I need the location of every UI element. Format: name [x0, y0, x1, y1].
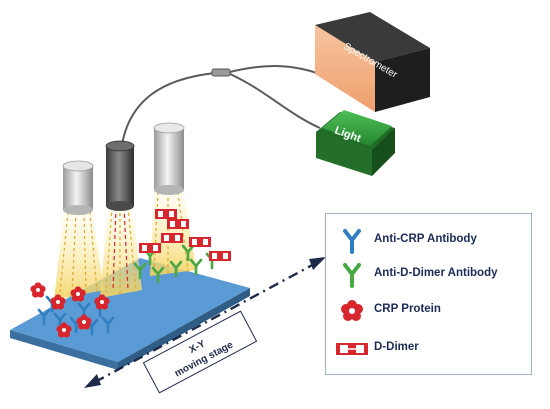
d-dimer-icon	[161, 233, 183, 243]
antibody-icon	[181, 244, 195, 262]
dimer-icon	[336, 343, 368, 355]
antibody-icon	[151, 266, 165, 284]
crp-protein-icon	[30, 282, 46, 298]
d-dimer-icon	[209, 251, 231, 261]
legend-item-crp-protein: CRP Protein	[326, 298, 531, 324]
antibody-icon	[343, 263, 361, 288]
legend-item-d-dimer: D-Dimer	[326, 336, 531, 362]
legend-item-anti-d-dimer: Anti-D-Dimer Antibody	[326, 262, 531, 288]
legend-item-anti-crp: Anti-CRP Antibody	[326, 228, 531, 254]
d-dimer-icon	[139, 243, 161, 253]
d-dimer-icon	[167, 219, 189, 229]
d-dimer-icon	[189, 237, 211, 247]
antibody-icon	[189, 258, 203, 276]
crp-protein-icon	[70, 286, 86, 302]
probe-left	[62, 160, 94, 215]
spectrometer-device: Spectrometer	[315, 12, 430, 112]
legend-label: CRP Protein	[374, 303, 441, 315]
antibody-icon	[37, 308, 51, 326]
molecule-layer	[30, 209, 231, 338]
fiber-cable	[229, 73, 321, 129]
crp-protein-icon	[94, 294, 110, 310]
antibody-icon	[133, 262, 147, 280]
legend-label: D-Dimer	[374, 341, 419, 353]
probe-middle	[105, 140, 135, 211]
flower-icon	[341, 300, 363, 321]
light-source-device: Light	[316, 110, 395, 176]
stage-direction-arrow	[84, 257, 326, 388]
crp-protein-icon	[76, 314, 92, 330]
antibody-icon	[343, 229, 361, 254]
legend-box: Anti-CRP Antibody Anti-D-Dimer Antibody …	[325, 213, 532, 375]
legend-label: Anti-D-Dimer Antibody	[374, 267, 498, 279]
fiber-coupler	[211, 68, 231, 77]
legend-label: Anti-CRP Antibody	[374, 233, 477, 245]
d-dimer-icon	[155, 209, 177, 219]
antibody-icon	[101, 316, 115, 334]
light-beams	[54, 190, 196, 300]
antibody-icon	[169, 260, 183, 278]
crp-protein-icon	[50, 294, 66, 310]
crp-protein-icon	[56, 322, 72, 338]
xy-moving-stage	[10, 258, 250, 370]
probe-right	[153, 122, 185, 195]
